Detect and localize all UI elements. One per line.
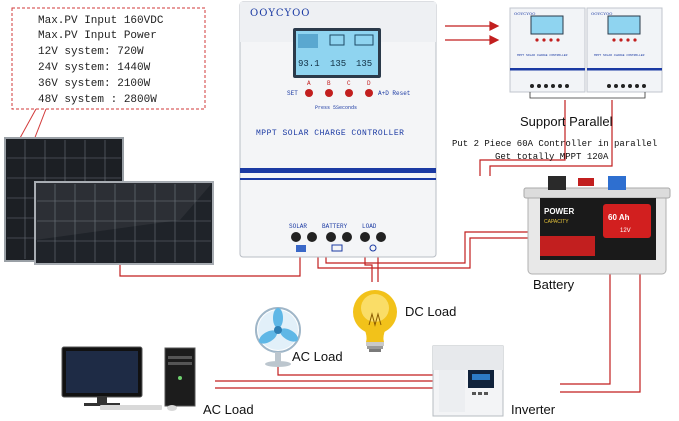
wire-pv xyxy=(119,243,301,277)
press-note: Press 5Seconds xyxy=(315,105,357,111)
spec-box: Max.PV Input 160VDC Max.PV Input Power 1… xyxy=(11,7,206,110)
button-label-c: C xyxy=(347,80,351,87)
support-parallel-label: Support Parallel xyxy=(520,114,613,129)
button-d[interactable] xyxy=(365,89,373,97)
battery-label: Battery xyxy=(533,277,575,292)
button-c[interactable] xyxy=(345,89,353,97)
mppt-controller: OOYCYOO 93.1 135 135 SET A B C D A+D Res… xyxy=(239,1,437,258)
battery-terminal-icon xyxy=(331,244,343,252)
spec-pointer xyxy=(19,108,47,141)
battery-brand-bottom: CAPACITY xyxy=(544,219,569,225)
solar-panels xyxy=(4,137,214,265)
lcd-value-left: 93.1 xyxy=(298,59,320,69)
fan-icon xyxy=(255,307,301,367)
parallel-title-2: MPPT SOLAR CHARGE CONTROLLER xyxy=(594,54,645,57)
spec-box-border xyxy=(11,7,206,110)
spec-line: Max.PV Input Power xyxy=(38,30,157,42)
parallel-note-line2: Get totally MPPT 120A xyxy=(495,152,609,162)
wire-parallel-a xyxy=(479,100,566,176)
battery-terminal-positive xyxy=(608,176,626,190)
wire-inverter-a xyxy=(560,250,641,393)
wire-parallel-b xyxy=(489,100,613,176)
battery-terminal-negative xyxy=(548,176,566,190)
spec-line: 24V system: 1440W xyxy=(38,62,151,74)
controller-brand: OOYCYOO xyxy=(250,8,310,19)
button-label-d: D xyxy=(367,80,371,87)
controller-buttons: SET A B C D A+D Reset Press 5Seconds xyxy=(287,80,410,111)
battery-rating: 60 Ah xyxy=(608,213,630,222)
parallel-controller-1: OOYCYOO MPPT SOLAR CHARGE CONTROLLER xyxy=(509,7,586,93)
parallel-controllers: OOYCYOO MPPT SOLAR CHARGE CONTROLLER OOY… xyxy=(509,7,663,99)
wire-ac-fan xyxy=(277,366,433,376)
reset-label: A+D Reset xyxy=(378,90,410,97)
parallel-brand-1: OOYCYOO xyxy=(514,11,536,16)
ac-load-fan-label: AC Load xyxy=(292,349,343,364)
button-label-a: A xyxy=(307,80,311,87)
solar-panel-front xyxy=(34,181,214,265)
controller-stripe-thin xyxy=(240,178,436,180)
spec-line: 12V system: 720W xyxy=(38,46,144,58)
battery: POWER CAPACITY 60 Ah 12V xyxy=(523,176,671,275)
parallel-controller-2: OOYCYOO MPPT SOLAR CHARGE CONTROLLER xyxy=(586,7,663,93)
dc-load-label: DC Load xyxy=(405,304,456,319)
terminal-label-load: LOAD xyxy=(362,223,377,230)
parallel-arrows xyxy=(445,21,500,45)
spec-line: 36V system: 2100W xyxy=(38,78,151,90)
lcd-value-mid: 135 xyxy=(330,59,346,69)
solar-terminal-icon xyxy=(296,245,306,252)
battery-brand-top: POWER xyxy=(544,207,574,216)
battery-voltage: 12V xyxy=(620,228,631,234)
wire-inverter-b xyxy=(560,272,611,385)
button-b[interactable] xyxy=(325,89,333,97)
terminal-label-solar: SOLAR xyxy=(289,223,307,230)
light-bulb-icon xyxy=(353,290,397,352)
button-a[interactable] xyxy=(305,89,313,97)
ac-load-pc-label: AC Load xyxy=(203,402,254,417)
load-terminal-icon xyxy=(369,244,377,252)
terminal-label-battery: BATTERY xyxy=(322,223,348,230)
inverter xyxy=(432,345,504,417)
spec-line: 48V system : 2800W xyxy=(38,94,157,106)
parallel-title-1: MPPT SOLAR CHARGE CONTROLLER xyxy=(517,54,568,57)
controller-terminals xyxy=(291,232,386,252)
parallel-note-line1: Put 2 Piece 60A Controller in parallel xyxy=(452,139,657,149)
controller-stripe xyxy=(240,168,436,173)
controller-lcd: 93.1 135 135 xyxy=(293,28,381,78)
lcd-value-right: 135 xyxy=(356,59,372,69)
wire-battery-pos xyxy=(317,237,530,269)
controller-title: MPPT SOLAR CHARGE CONTROLLER xyxy=(256,129,404,138)
inverter-label: Inverter xyxy=(511,402,556,417)
parallel-brand-2: OOYCYOO xyxy=(591,11,613,16)
spec-line: Max.PV Input 160VDC xyxy=(38,15,164,27)
set-label: SET xyxy=(287,90,298,97)
computer-icon xyxy=(61,346,196,411)
button-label-b: B xyxy=(327,80,331,87)
